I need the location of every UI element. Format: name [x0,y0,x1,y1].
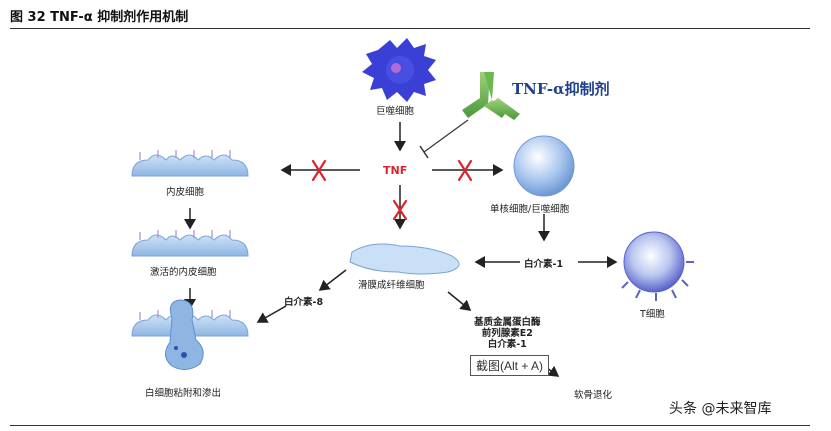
monocyte-cell [513,135,575,197]
label-macrophage: 巨噬细胞 [376,106,415,117]
antibody-icon [462,72,520,120]
mediator-output-item: 基质金属蛋白酶 [474,317,541,328]
label-activated-endothelial: 激活的内皮细胞 [150,267,217,278]
label-tnf: TNF [383,164,408,177]
mediator-output-list: 基质金属蛋白酶 前列腺素E2 白介素-1 [474,317,541,350]
label-il8: 白介素-8 [284,297,324,308]
label-cartilage-degradation: 软骨退化 [574,390,613,401]
blocked-x-down [392,199,408,221]
label-monocyte-macrophage: 单核细胞/巨噬细胞 [490,204,570,215]
label-t-cell: T细胞 [640,309,665,320]
label-endothelial: 内皮细胞 [166,187,205,198]
top-rule [10,28,810,29]
blocked-x-left [311,159,327,182]
mediator-output-item: 白介素-1 [487,339,527,350]
blocked-x-right [457,159,473,182]
t-cell [621,231,694,301]
label-leukocyte-adhesion: 白细胞粘附和渗出 [145,388,222,399]
label-il1: 白介素-1 [524,259,564,270]
macrophage-cell [362,38,436,102]
label-drug: TNF-α抑制剂 [512,80,610,98]
endothelial-row-2 [131,230,249,257]
endothelial-row-1 [131,150,249,177]
leukocyte-cell [165,299,204,370]
synovial-fibroblast-cell [349,243,460,275]
label-synovial-fibroblast: 滑膜成纤维细胞 [358,280,425,291]
watermark: 头条 @未来智库 [669,401,772,417]
screenshot-tooltip: 截图(Alt + A) [470,355,550,376]
mediator-output-item: 前列腺素E2 [481,328,533,339]
bottom-rule [10,425,810,426]
figure-title: 图 32 TNF-α 抑制剂作用机制 [10,10,189,25]
